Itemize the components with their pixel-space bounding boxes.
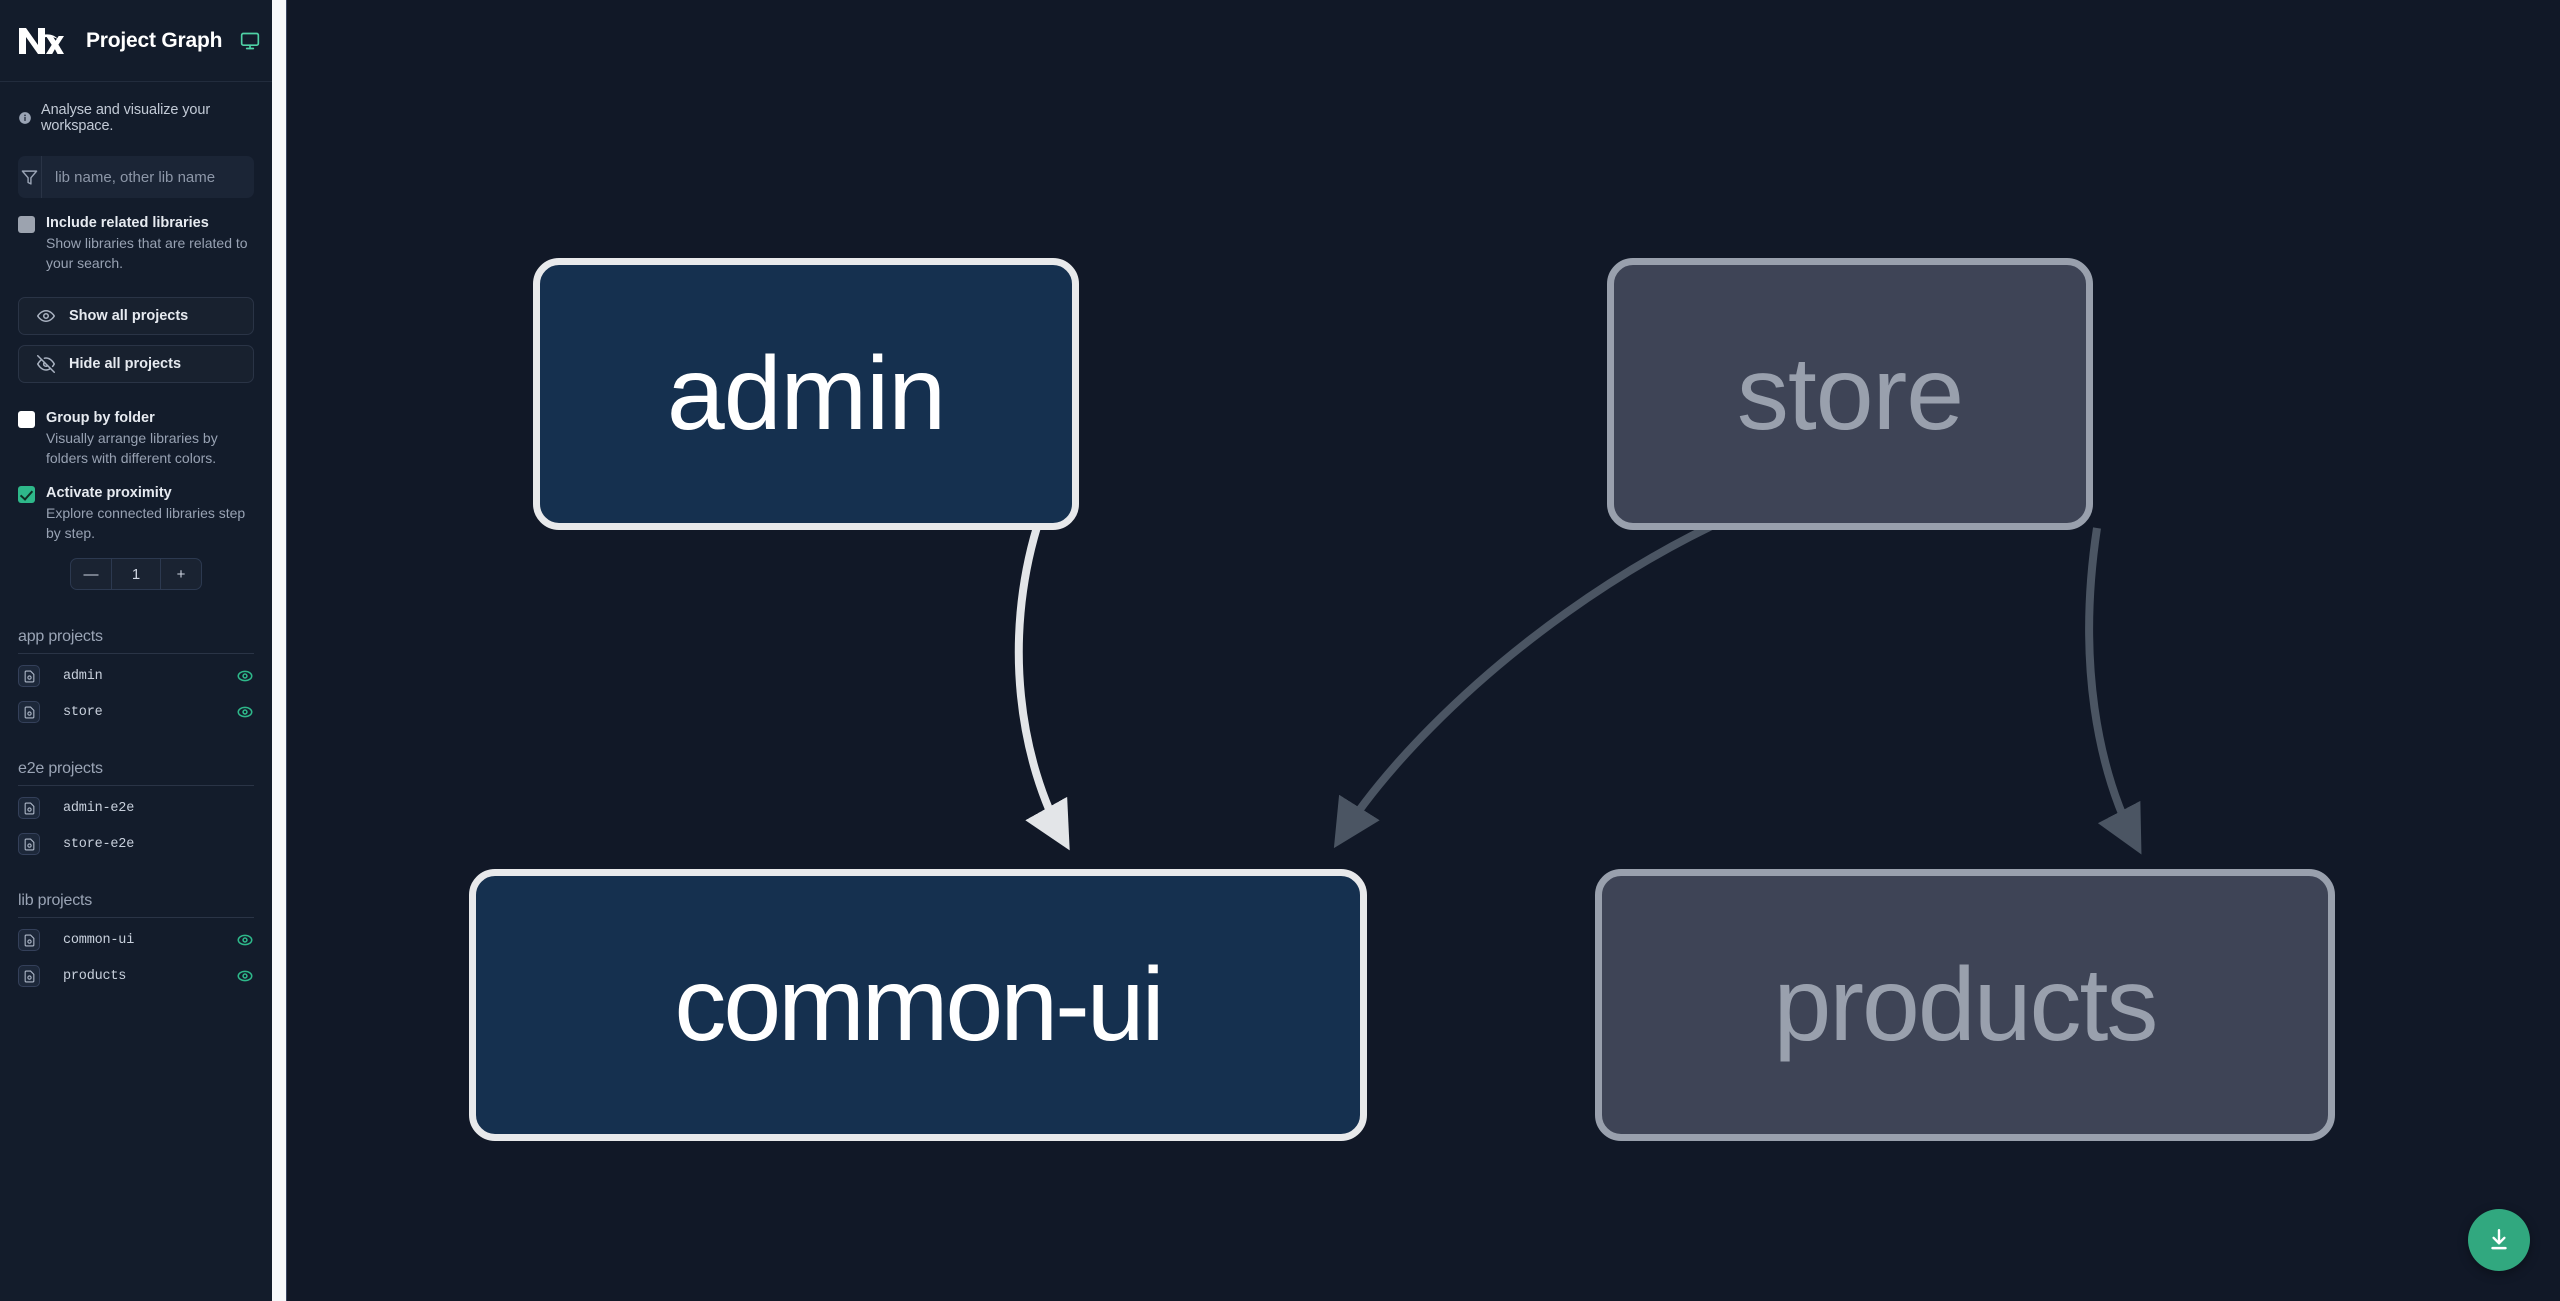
sidebar: Project Graph Analyse and visualize your…: [0, 0, 272, 1301]
project-visibility-eye-icon[interactable]: [236, 667, 254, 685]
project-file-icon: [18, 701, 40, 723]
proximity-increment-button[interactable]: +: [160, 559, 201, 589]
project-row-store-e2e[interactable]: store-e2e: [0, 826, 272, 862]
include-related-libraries-checkbox[interactable]: [18, 216, 35, 233]
eye-off-icon: [37, 355, 55, 373]
monitor-icon[interactable]: [240, 31, 260, 51]
graph-node-label: admin: [666, 336, 946, 452]
option-group-by-folder[interactable]: Group by folder Visually arrange librari…: [0, 393, 272, 468]
download-button[interactable]: [2468, 1209, 2530, 1271]
project-row-products[interactable]: products: [0, 958, 272, 994]
graph-node-label: products: [1773, 947, 2159, 1063]
group-title: e2e projects: [18, 760, 103, 777]
project-visibility-eye-icon[interactable]: [236, 703, 254, 721]
option-desc: Visually arrange libraries by folders wi…: [46, 430, 218, 466]
project-name: admin: [63, 668, 103, 684]
option-title: Group by folder: [46, 410, 155, 426]
page-title: Project Graph: [86, 28, 223, 52]
option-desc: Explore connected libraries step by step…: [46, 505, 246, 541]
download-icon: [2491, 1229, 2507, 1250]
project-row-admin-e2e[interactable]: admin-e2e: [0, 790, 272, 826]
project-file-icon: [18, 929, 40, 951]
search-box[interactable]: [18, 156, 254, 198]
project-group-app: app projects admin: [0, 628, 272, 730]
project-name: admin-e2e: [63, 800, 135, 816]
sidebar-resize-handle[interactable]: [272, 0, 287, 1301]
project-file-icon: [18, 833, 40, 855]
project-visibility-eye-icon[interactable]: [236, 931, 254, 949]
sidebar-header: Project Graph: [0, 0, 272, 82]
graph-node-label: common-ui: [674, 947, 1164, 1063]
group-by-folder-checkbox[interactable]: [18, 411, 35, 428]
nx-logo-icon: [19, 27, 64, 54]
hide-all-projects-label: Hide all projects: [69, 356, 182, 372]
project-name: store: [63, 704, 103, 720]
project-row-common-ui[interactable]: common-ui: [0, 922, 272, 958]
show-all-projects-button[interactable]: Show all projects: [18, 297, 254, 335]
hide-all-projects-button[interactable]: Hide all projects: [18, 345, 254, 383]
option-title: Activate proximity: [46, 485, 172, 501]
proximity-decrement-button[interactable]: —: [71, 559, 112, 589]
option-desc: Show libraries that are related to your …: [46, 235, 248, 271]
activate-proximity-checkbox[interactable]: [18, 486, 35, 503]
group-title: app projects: [18, 628, 103, 645]
option-include-related-libraries[interactable]: Include related libraries Show libraries…: [0, 198, 272, 273]
graph-canvas[interactable]: admin store common-ui products: [287, 0, 2560, 1301]
graph-node-common-ui[interactable]: common-ui: [469, 869, 1367, 1141]
group-title: lib projects: [18, 892, 93, 909]
project-name: products: [63, 968, 127, 984]
project-visibility-eye-icon[interactable]: [236, 967, 254, 985]
project-name: common-ui: [63, 932, 135, 948]
edge-admin-to-common-ui: [1014, 525, 1070, 851]
graph-node-label: store: [1736, 336, 1964, 452]
info-icon: [19, 112, 31, 124]
project-file-icon: [18, 797, 40, 819]
project-row-store[interactable]: store: [0, 694, 272, 730]
show-all-projects-label: Show all projects: [69, 308, 189, 324]
filter-icon[interactable]: [18, 156, 42, 198]
edge-store-to-products: [2085, 527, 2142, 855]
tagline-text: Analyse and visualize your workspace.: [41, 102, 211, 134]
eye-icon: [37, 310, 55, 322]
option-activate-proximity[interactable]: Activate proximity Explore connected lib…: [0, 468, 272, 543]
project-file-icon: [18, 665, 40, 687]
project-group-e2e: e2e projects admin-e2e: [0, 760, 272, 862]
option-title: Include related libraries: [46, 215, 209, 231]
graph-node-admin[interactable]: admin: [533, 258, 1079, 530]
project-name: store-e2e: [63, 836, 135, 852]
project-lists: app projects admin: [0, 628, 272, 1024]
tagline-row: Analyse and visualize your workspace.: [0, 82, 272, 134]
group-divider: [18, 785, 254, 786]
project-file-icon: [18, 965, 40, 987]
graph-node-products[interactable]: products: [1595, 869, 2335, 1141]
proximity-value: 1: [131, 565, 141, 583]
project-group-lib: lib projects common-ui: [0, 892, 272, 994]
search-section: [0, 134, 272, 198]
search-input[interactable]: [42, 156, 254, 198]
project-row-admin[interactable]: admin: [0, 658, 272, 694]
group-divider: [18, 917, 254, 918]
graph-node-store[interactable]: store: [1607, 258, 2093, 530]
proximity-stepper: — 1 +: [70, 558, 202, 590]
group-divider: [18, 653, 254, 654]
proximity-stepper-wrap: — 1 +: [0, 558, 272, 590]
